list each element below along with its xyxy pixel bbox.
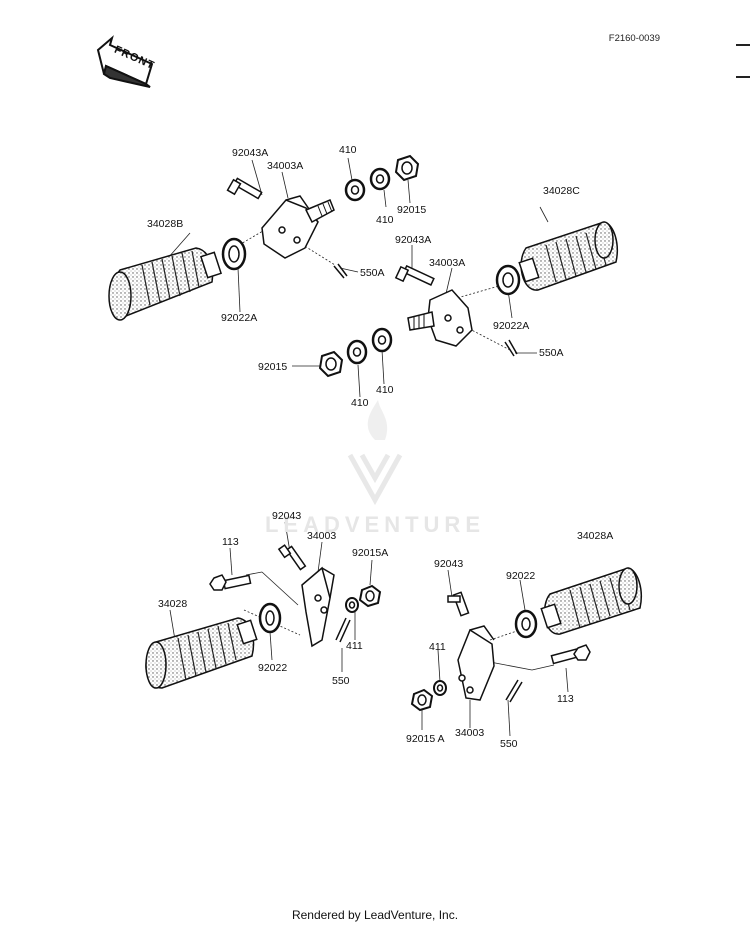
label-top-washer-a: 410 [339, 144, 357, 156]
leader-lines-bottom [169, 521, 569, 737]
footer-credit: Rendered by LeadVenture, Inc. [291, 908, 459, 922]
top-right-assembly [396, 222, 617, 356]
drawing-code: F2160-0039 [608, 33, 660, 44]
label-bl-peg: 34028 [158, 598, 188, 610]
label-top-right-bracket: 34003A [429, 257, 466, 269]
label-bl-bracket: 34003 [307, 530, 337, 542]
label-br-nut: 92015 A [406, 733, 445, 745]
label-bl-washer: 92022 [258, 662, 288, 674]
label-top-left-pin: 550A [360, 267, 385, 279]
top-left-assembly [109, 156, 418, 320]
label-br-bracket: 34003 [455, 727, 485, 739]
label-top-right-bolt: 92043A [395, 234, 432, 246]
label-br-washer-411: 411 [429, 641, 446, 653]
edge-mark [736, 76, 750, 78]
label-top-left-peg: 34028B [147, 218, 184, 230]
bottom-left-assembly [146, 545, 380, 688]
label-br-washer: 92022 [506, 570, 536, 582]
label-top-nut: 92015 [397, 204, 427, 216]
label-br-bolt-92043: 92043 [434, 558, 464, 570]
label-bl-nut: 92015A [352, 547, 389, 559]
label-mid-nut: 92015 [258, 361, 288, 373]
label-top-right-peg: 34028C [543, 185, 580, 197]
label-top-washer-b: 410 [376, 214, 394, 226]
label-top-right-pin: 550A [539, 347, 564, 359]
mid-hardware [320, 329, 391, 376]
label-bl-bolt-113: 113 [222, 536, 239, 548]
label-top-left-bracket: 34003A [267, 160, 304, 172]
label-top-right-washer: 92022A [493, 320, 530, 332]
label-bl-bolt-92043: 92043 [272, 510, 302, 522]
front-arrow-icon [96, 35, 154, 88]
label-mid-washer-a: 410 [351, 397, 369, 409]
edge-mark [736, 44, 750, 46]
label-br-peg: 34028A [577, 530, 614, 542]
label-br-bolt-113: 113 [557, 693, 574, 705]
label-bl-pin: 550 [332, 675, 350, 687]
label-br-pin: 550 [500, 738, 518, 750]
label-bl-washer-411: 411 [346, 640, 363, 652]
label-top-left-washer: 92022A [221, 312, 258, 324]
watermark-logo [347, 400, 403, 506]
label-mid-washer-b: 410 [376, 384, 394, 396]
bottom-right-assembly [412, 568, 641, 710]
label-top-left-bolt: 92043A [232, 147, 269, 159]
watermark-text: LEADVENTURE [264, 512, 485, 537]
